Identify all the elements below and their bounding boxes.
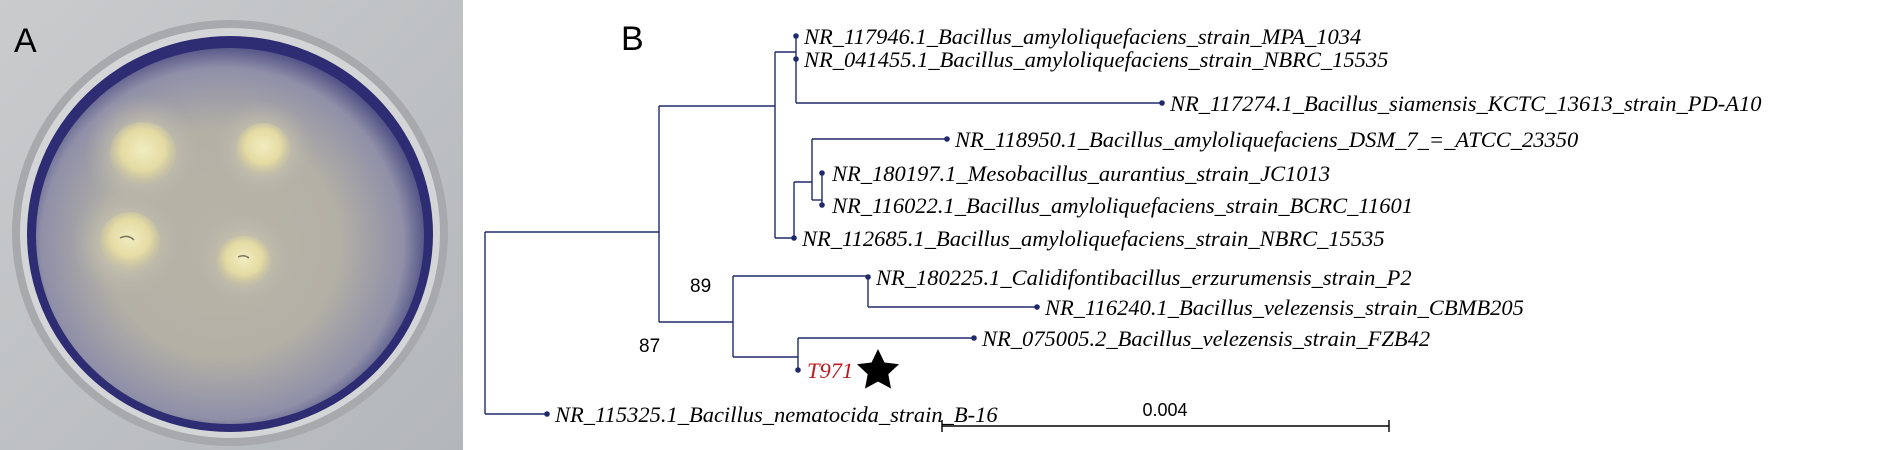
colony [100,212,160,270]
colony [110,122,176,184]
taxon-label-highlighted: T971 [807,358,853,383]
taxon-label: NR_115325.1_Bacillus_nematocida_strain_B… [554,402,998,427]
scale-bar-label: 0.004 [1142,400,1187,420]
scale-bar [941,420,1390,432]
taxon-label: NR_112685.1_Bacillus_amyloliquefaciens_s… [801,226,1385,251]
colony [236,123,290,175]
phylogenetic-tree: B [484,20,1761,432]
bootstrap-value: 89 [690,276,711,297]
taxon-label: NR_180197.1_Mesobacillus_aurantius_strai… [831,161,1330,186]
panel-a-petri-dish-photo: A [0,0,463,450]
taxon-label: NR_180225.1_Calidifontibacillus_erzurume… [875,265,1412,290]
panel-b-phylogenetic-tree: B [463,0,1902,450]
tip-markers [544,33,1165,417]
panel-label-b: B [621,20,644,58]
petri-dish-image: A [0,0,463,450]
colony [217,236,271,286]
panel-label-a: A [14,22,37,60]
taxon-label: NR_075005.2_Bacillus_velezensis_strain_F… [981,326,1430,351]
star-icon [857,349,899,389]
taxon-label: NR_117274.1_Bacillus_siamensis_KCTC_1361… [1169,91,1761,116]
bootstrap-value: 87 [639,336,660,357]
taxon-label: NR_117946.1_Bacillus_amyloliquefaciens_s… [803,24,1361,49]
taxon-label: NR_118950.1_Bacillus_amyloliquefaciens_D… [954,127,1578,152]
taxon-label: NR_116240.1_Bacillus_velezensis_strain_C… [1044,295,1524,320]
tree-branches [484,36,1162,415]
taxon-label: NR_116022.1_Bacillus_amyloliquefaciens_s… [831,193,1413,218]
taxon-label: NR_041455.1_Bacillus_amyloliquefaciens_s… [803,47,1388,72]
